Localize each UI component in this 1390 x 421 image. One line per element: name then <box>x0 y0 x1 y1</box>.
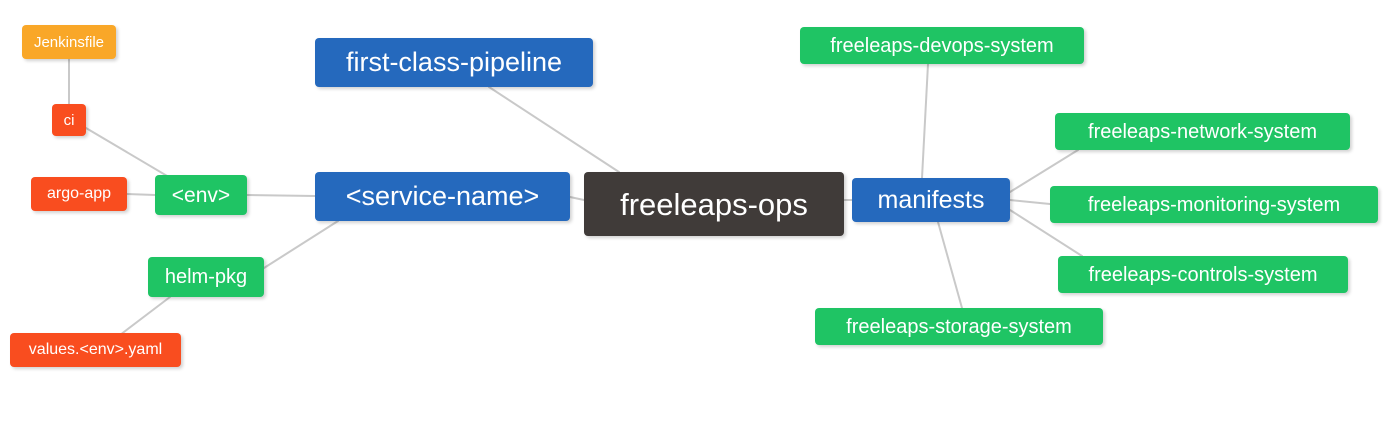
edge-first-class-pipeline-to-freeleaps-ops <box>488 86 620 173</box>
node-label-freeleaps-network-system: freeleaps-network-system <box>1088 120 1317 143</box>
node-env[interactable]: <env> <box>155 175 247 215</box>
node-label-freeleaps-ops: freeleaps-ops <box>620 186 808 222</box>
node-label-freeleaps-devops-system: freeleaps-devops-system <box>830 34 1054 57</box>
node-label-freeleaps-monitoring-system: freeleaps-monitoring-system <box>1087 193 1341 216</box>
node-manifests[interactable]: manifests <box>852 178 1010 222</box>
edge-manifests-to-freeleaps-network-system <box>1009 149 1079 193</box>
node-jenkinsfile[interactable]: Jenkinsfile <box>22 25 116 59</box>
node-label-jenkinsfile: Jenkinsfile <box>33 33 105 51</box>
edge-service-name-to-helm-pkg <box>263 220 339 269</box>
edge-helm-pkg-to-values-yaml <box>119 296 171 336</box>
node-label-freeleaps-controls-system: freeleaps-controls-system <box>1088 263 1318 286</box>
node-freeleaps-monitoring-system[interactable]: freeleaps-monitoring-system <box>1050 186 1378 223</box>
node-label-helm-pkg: helm-pkg <box>164 266 248 288</box>
edge-manifests-to-freeleaps-devops-system <box>921 63 929 179</box>
node-label-first-class-pipeline: first-class-pipeline <box>345 47 563 77</box>
node-label-values-yaml: values.<env>.yaml <box>28 341 163 358</box>
node-label-argo-app: argo-app <box>46 185 112 202</box>
node-label-ci: ci <box>63 111 75 129</box>
edge-manifests-to-freeleaps-controls-system <box>1009 209 1083 257</box>
node-label-manifests: manifests <box>877 185 985 214</box>
node-argo-app[interactable]: argo-app <box>31 177 127 211</box>
node-label-freeleaps-storage-system: freeleaps-storage-system <box>846 315 1072 338</box>
node-helm-pkg[interactable]: helm-pkg <box>148 257 264 297</box>
edge-service-name-to-freeleaps-ops <box>569 196 585 201</box>
node-freeleaps-controls-system[interactable]: freeleaps-controls-system <box>1058 256 1348 293</box>
node-label-env: <env> <box>171 183 231 207</box>
node-freeleaps-devops-system[interactable]: freeleaps-devops-system <box>800 27 1084 64</box>
edge-manifests-to-freeleaps-storage-system <box>937 221 963 309</box>
node-freeleaps-storage-system[interactable]: freeleaps-storage-system <box>815 308 1103 345</box>
edge-argo-app-to-env <box>126 193 156 196</box>
node-first-class-pipeline[interactable]: first-class-pipeline <box>315 38 593 87</box>
node-freeleaps-ops[interactable]: freeleaps-ops <box>584 172 844 236</box>
node-values-yaml[interactable]: values.<env>.yaml <box>10 333 181 367</box>
edge-manifests-to-freeleaps-monitoring-system <box>1009 199 1051 205</box>
node-freeleaps-network-system[interactable]: freeleaps-network-system <box>1055 113 1350 150</box>
edge-env-to-service-name <box>246 194 316 197</box>
node-label-service-name: <service-name> <box>345 181 540 211</box>
node-service-name[interactable]: <service-name> <box>315 172 570 221</box>
node-ci[interactable]: ci <box>52 104 86 136</box>
